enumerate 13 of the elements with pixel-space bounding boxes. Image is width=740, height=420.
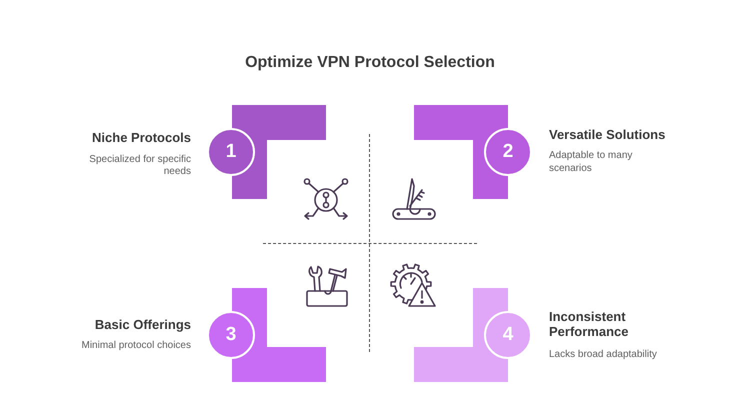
step-description: Lacks broad adaptability — [549, 349, 658, 361]
step-description: Minimal protocol choices — [80, 340, 191, 352]
step-heading: Inconsistent Performance — [549, 309, 630, 339]
step-description: Specialized for specific needs — [88, 154, 191, 178]
step-number: 3 — [207, 311, 255, 359]
step-number: 1 — [207, 128, 255, 176]
step-heading: Basic Offerings — [94, 317, 191, 333]
step-number: 2 — [484, 128, 532, 176]
step-number: 4 — [484, 311, 532, 359]
step-description: Adaptable to many scenarios — [549, 149, 634, 175]
step-heading: Versatile Solutions — [549, 127, 666, 143]
diagram-title: Optimize VPN Protocol Selection — [244, 54, 496, 72]
step-heading: Niche Protocols — [91, 130, 191, 146]
